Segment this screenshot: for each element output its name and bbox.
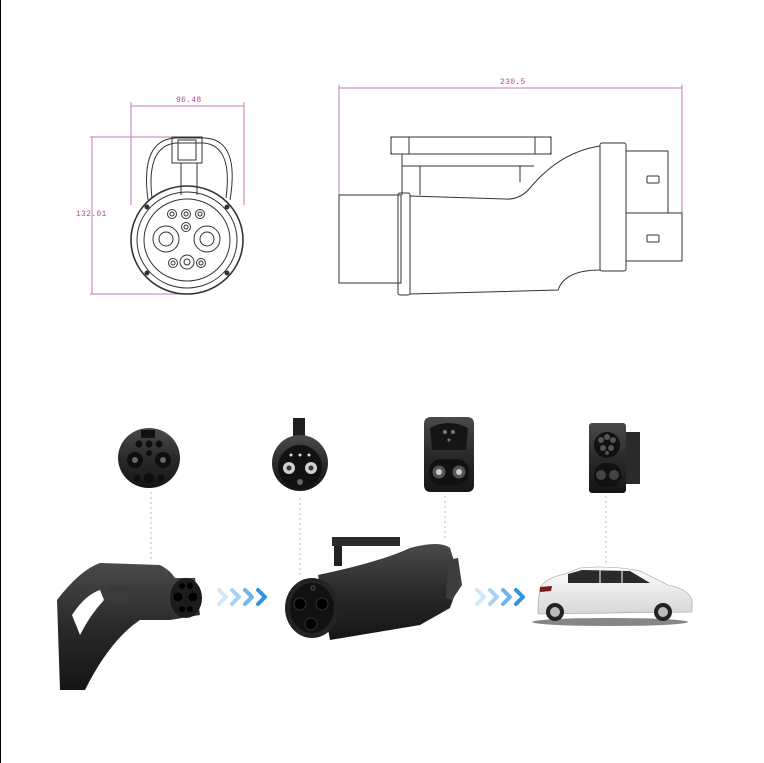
charging-plug-handle [57, 563, 202, 690]
adapter-output-face-icon [424, 417, 474, 492]
chevron-arrows-icon-2 [475, 588, 525, 606]
side-length-label: 230.5 [500, 78, 526, 87]
image-border [0, 0, 1, 763]
adapter-product [285, 537, 462, 640]
front-width-label: 96.48 [176, 96, 202, 105]
ccs2-plug-face-icon [118, 428, 180, 488]
chevron-arrows-icon-1 [217, 588, 267, 606]
front-height-label: 132.01 [76, 210, 107, 219]
side-view-drawing [338, 85, 683, 296]
adapter-input-face-icon [272, 418, 328, 491]
electric-car [532, 566, 693, 626]
vehicle-inlet-face-icon [589, 423, 640, 493]
front-view-drawing [90, 102, 245, 295]
